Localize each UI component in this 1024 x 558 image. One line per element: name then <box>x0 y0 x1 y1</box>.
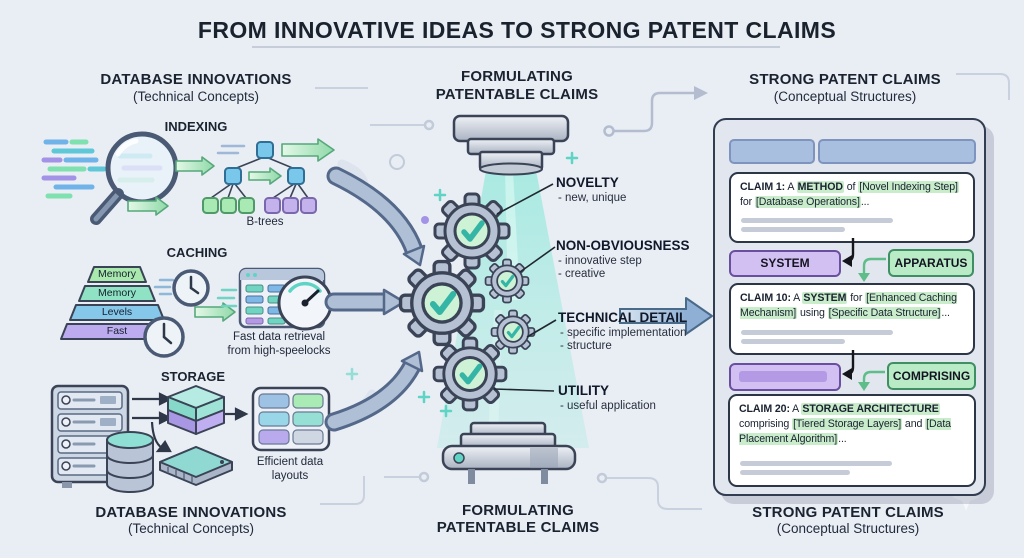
caching-label: CACHING <box>166 245 228 260</box>
pyramid-label-4: Fast <box>106 325 128 337</box>
storage-label: STORAGE <box>160 369 226 384</box>
indexing-label: INDEXING <box>164 119 228 134</box>
patent-claims-panel: CLAIM 1: A METHOD of [Novel Indexing Ste… <box>713 118 986 496</box>
middle-column-header-line2: PATENTABLE CLAIMS <box>435 86 599 103</box>
left-column-footer: DATABASE INNOVATIONS <box>95 504 287 521</box>
right-column-subheader: (Conceptual Structures) <box>773 89 917 104</box>
clock-icon <box>143 269 210 358</box>
gear-check-icon <box>401 194 537 410</box>
claim-20-box: CLAIM 20: A STORAGE ARCHITECTURE compris… <box>728 394 976 487</box>
header-connector-arrow <box>603 86 708 137</box>
storage-caption-line1: Efficient data <box>256 456 324 468</box>
apparatus-badge: APPARATUS <box>888 249 974 277</box>
criterion-nonobviousness-title: NON-OBVIOUSNESS <box>556 238 690 253</box>
callout-line <box>493 183 557 392</box>
placeholder-line <box>740 470 850 475</box>
criterion-utility-title: UTILITY <box>558 383 609 398</box>
claim-20-text: CLAIM 20: A STORAGE ARCHITECTURE compris… <box>739 403 951 445</box>
middle-column-footer-line2: PATENTABLE CLAIMS <box>436 519 600 536</box>
placeholder-line <box>740 461 892 466</box>
caching-caption-line1: Fast data retrieval <box>232 331 326 343</box>
layer-cube-icon <box>167 385 225 435</box>
blank-badge-fill <box>739 371 827 382</box>
criterion-nonobviousness-point2: - creative <box>558 268 606 280</box>
cache-panel-icon <box>216 267 333 331</box>
blank-purple-badge <box>729 363 841 391</box>
placeholder-line <box>741 330 893 335</box>
claim-10-box: CLAIM 10: A SYSTEM for [Enhanced Caching… <box>729 283 975 355</box>
pyramid-label-1: Memory <box>98 268 136 280</box>
title-underline <box>252 46 780 48</box>
panel-header-bar-1 <box>729 139 815 164</box>
placeholder-line <box>741 227 845 232</box>
speedometer-icon <box>277 275 333 331</box>
placeholder-line <box>741 339 845 344</box>
press-icon <box>441 114 577 484</box>
pyramid-label-2: Memory <box>98 287 136 299</box>
middle-column-header-line1: FORMULATING <box>461 68 573 85</box>
code-lines-icon <box>41 139 163 199</box>
middle-column-footer-line1: FORMULATING <box>462 502 574 519</box>
system-badge: SYSTEM <box>729 250 841 277</box>
criterion-nonobviousness-point1: - innovative step <box>558 255 642 267</box>
plus-icon <box>345 151 579 418</box>
right-column-header: STRONG PATENT CLAIMS <box>749 71 941 88</box>
server-rack-icon <box>50 384 130 488</box>
criterion-novelty-point: - new, unique <box>558 192 627 204</box>
criterion-technical-title: TECHNICAL DETAIL <box>558 310 688 325</box>
page-title: FROM INNOVATIVE IDEAS TO STRONG PATENT C… <box>197 17 837 43</box>
comprising-badge: COMPRISING <box>887 362 976 390</box>
green-arrow-icon <box>127 138 335 322</box>
left-column-header: DATABASE INNOVATIONS <box>100 71 292 88</box>
claim-1-box: CLAIM 1: A METHOD of [Novel Indexing Ste… <box>729 172 975 243</box>
left-column-footer-sub: (Technical Concepts) <box>127 521 255 536</box>
criterion-novelty-title: NOVELTY <box>556 175 619 190</box>
btrees-caption: B-trees <box>246 216 284 228</box>
criterion-technical-point1: - specific implementation <box>560 327 687 339</box>
pyramid-label-3: Levels <box>101 306 133 318</box>
database-cylinder-icon <box>106 431 154 493</box>
claim-1-text: CLAIM 1: A METHOD of [Novel Indexing Ste… <box>740 181 959 208</box>
right-column-footer: STRONG PATENT CLAIMS <box>752 504 944 521</box>
right-column-footer-sub: (Conceptual Structures) <box>776 521 920 536</box>
btree-icon <box>202 141 317 214</box>
storage-arrows <box>132 392 249 453</box>
criterion-technical-point2: - structure <box>560 340 612 352</box>
input-arrow-icon <box>324 166 426 432</box>
dot-decoration <box>421 216 429 224</box>
storage-caption-line2: layouts <box>271 470 309 482</box>
criterion-utility-point: - useful application <box>560 400 656 412</box>
claim-10-text: CLAIM 10: A SYSTEM for [Enhanced Caching… <box>740 292 957 319</box>
ribbon-decoration <box>327 159 377 429</box>
placeholder-line <box>741 218 893 223</box>
chip-icon <box>159 446 233 486</box>
caching-caption-line2: from high-speelocks <box>227 345 331 357</box>
magnifier-icon <box>90 131 179 225</box>
panel-header-bar-2 <box>818 139 976 164</box>
left-column-subheader: (Technical Concepts) <box>132 89 260 104</box>
tile-grid-icon <box>251 386 331 452</box>
